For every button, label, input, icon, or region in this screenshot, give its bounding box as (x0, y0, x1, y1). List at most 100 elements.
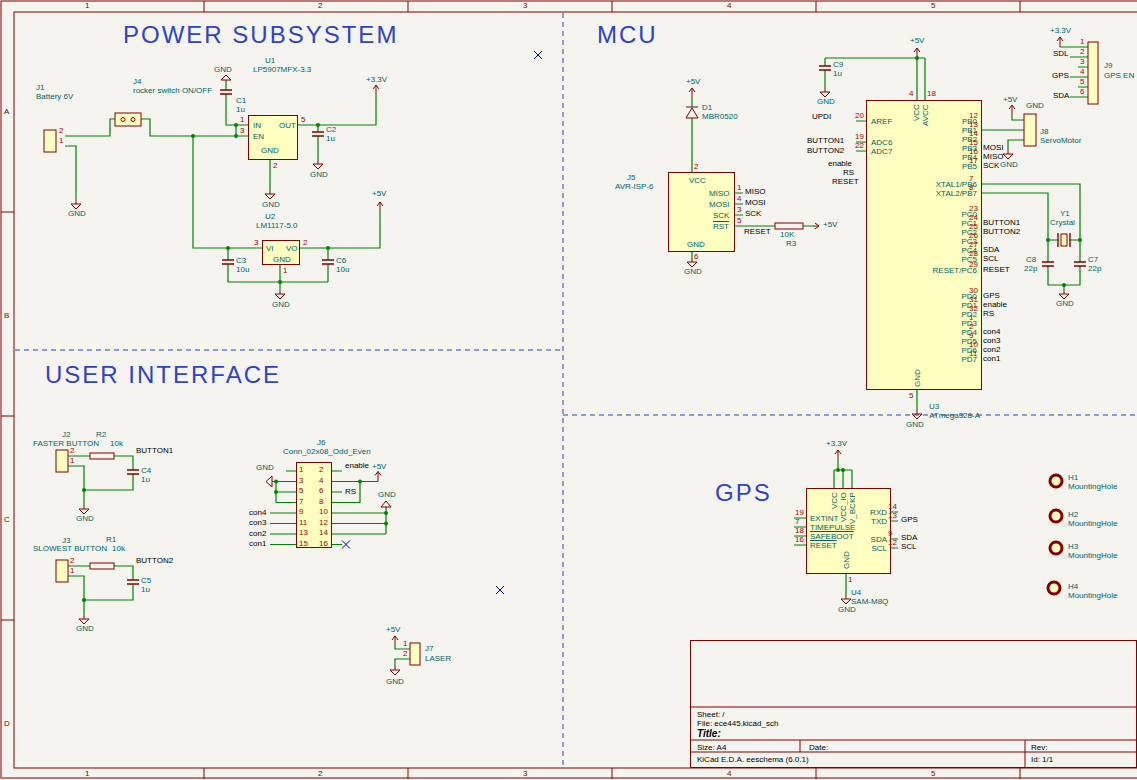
pin-number: 20 (855, 112, 864, 120)
pin-number: 5 (301, 116, 305, 124)
component-symbol (358, 480, 362, 484)
pin-name: RXD (870, 509, 887, 517)
pin-name: GND (687, 241, 705, 249)
pin-number: 10 (319, 508, 328, 516)
pin-number: 12 (888, 539, 897, 547)
pin-name: VCC (689, 177, 706, 185)
component-symbol (234, 123, 238, 127)
net-label: SDL (1053, 50, 1069, 58)
pin-name: VO (286, 245, 298, 253)
frame-index: C (4, 516, 10, 524)
pin-name: EN (253, 133, 264, 141)
pin-number: 29 (969, 261, 978, 269)
pin-number: 3 (254, 239, 258, 247)
pin-number: 2 (70, 447, 74, 455)
pin-number: 9 (888, 530, 892, 538)
part-label: GND (1026, 102, 1044, 110)
part-label: J4 (133, 78, 141, 86)
part-label: +3.3V (1050, 27, 1071, 35)
pin-number: 5 (299, 487, 303, 495)
pin-name: OUT (279, 122, 296, 130)
pin-number: 28 (969, 250, 978, 258)
net-label: enable (983, 301, 1007, 309)
component-symbol (1050, 542, 1062, 554)
part-label: rocker switch ON/OFF (133, 87, 212, 95)
pin-number: 1 (299, 466, 303, 474)
region-heading: USER INTERFACE (45, 362, 281, 388)
frame-index: 4 (727, 2, 731, 10)
net-label: con3 (983, 337, 1000, 345)
net-label: con4 (983, 328, 1000, 336)
part-label: GND (1056, 300, 1074, 308)
net-label: RS (345, 488, 356, 496)
frame-index: 5 (931, 2, 935, 10)
part-label: J5 (627, 174, 635, 182)
part-label: MountingHole (1068, 483, 1117, 491)
component-symbol (373, 85, 379, 95)
net-label: MISO (745, 188, 765, 196)
pin-number: 3 (737, 206, 741, 214)
part-label: GND (838, 606, 856, 614)
component-symbol (127, 470, 139, 474)
frame-index: 4 (727, 770, 731, 778)
pin-number: 3 (299, 477, 303, 485)
part-label: 10k (110, 440, 123, 448)
pin-number: 1 (969, 314, 973, 322)
section-region: MCUJ5AVR-ISP-6VCCMISOMOSISCKRSTGNDU3ATme… (563, 13, 1137, 415)
pin-number: 1 (240, 116, 244, 124)
ic-symbol: U4SAM-M8QVCCVCC_IOV_BCKPEXTINTTIMEPULSES… (806, 488, 891, 574)
net-label: BUTTON2 (807, 147, 844, 155)
pin-number: 4 (1080, 68, 1084, 76)
pin-name: ADC7 (871, 148, 892, 156)
pin-name: SCK (713, 212, 729, 220)
part-label: J9 (1104, 62, 1112, 70)
net-label: con4 (249, 509, 266, 517)
component-symbol (322, 260, 334, 264)
pin-number: 11 (299, 519, 307, 527)
part-label: LM1117-5.0 (256, 222, 298, 230)
component-symbol (1024, 114, 1036, 146)
component-symbol (71, 200, 81, 209)
component-symbol (275, 290, 285, 299)
part-label: R1 (106, 536, 116, 544)
pin-number: 5 (909, 392, 913, 400)
part-label: +5V (910, 37, 924, 45)
pin-number: 16 (969, 148, 978, 156)
pin-number: 23 (969, 205, 978, 213)
pin-number: 2 (1080, 48, 1084, 56)
pin-name: VCC (831, 492, 839, 509)
sheet-frame (690, 707, 1137, 768)
pin-name: MISO (709, 190, 729, 198)
part-label: C9 (833, 61, 843, 69)
pin-name: SDA (871, 536, 887, 544)
part-label: +3.3V (826, 440, 847, 448)
frame-index: A (4, 108, 9, 116)
component-symbol (377, 202, 383, 212)
component-symbol (115, 113, 141, 126)
section-divider (15, 13, 1137, 768)
pin-number: 8 (319, 498, 323, 506)
pin-number: 5 (737, 217, 741, 225)
pin-number: 2 (319, 466, 323, 474)
part-label: 22p (1088, 265, 1101, 273)
frame-index: 3 (523, 770, 527, 778)
component-symbol (127, 580, 139, 584)
part-label: H3 (1068, 543, 1078, 551)
component-symbol (265, 190, 275, 199)
net-label: BUTTON1 (807, 137, 844, 145)
wire (65, 47, 1088, 666)
net-label: RS (983, 310, 994, 318)
part-label: MountingHole (1068, 520, 1117, 528)
pin-name: RESET (810, 542, 837, 550)
component-symbol (316, 123, 320, 127)
pin-number: 7 (299, 498, 303, 506)
part-label: 1u (833, 70, 842, 78)
component-symbol (90, 453, 114, 459)
component-symbol (689, 88, 695, 98)
net-label: con2 (249, 530, 266, 538)
component-symbol (220, 90, 232, 94)
net-label: RESET (832, 178, 859, 186)
net-label: GPS (983, 292, 1000, 300)
